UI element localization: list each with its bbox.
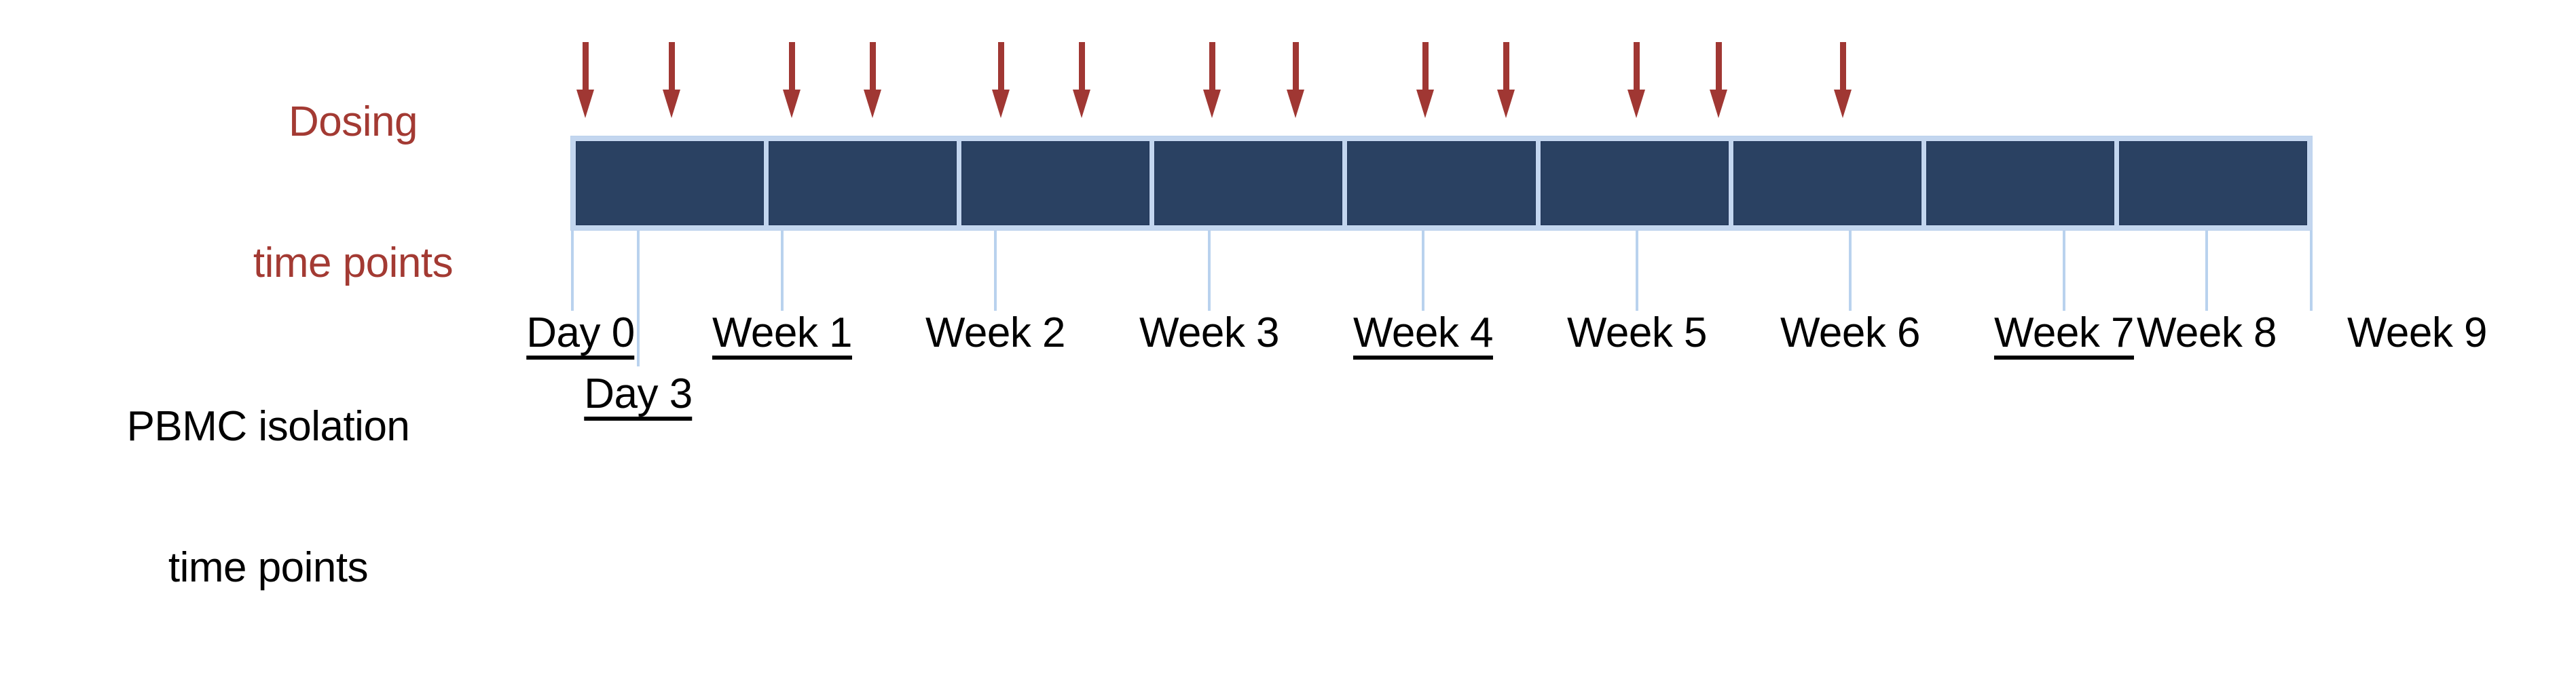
arrow-head — [1497, 90, 1515, 118]
dosing-label-line-2: time points — [253, 240, 454, 287]
tick-line — [1208, 231, 1211, 311]
arrow-shaft — [1503, 42, 1509, 92]
arrow-head — [1203, 90, 1221, 118]
timepoint-label-text: Week 4 — [1353, 312, 1494, 360]
timeline-segment — [769, 141, 957, 225]
timepoint-label: Week 8 — [2137, 309, 2277, 357]
arrow-shaft — [1293, 42, 1299, 92]
tick-line — [781, 231, 784, 311]
arrow-head — [663, 90, 680, 118]
arrow-shaft — [789, 42, 795, 92]
arrow-shaft — [1634, 42, 1640, 92]
tick-line — [637, 231, 640, 366]
arrow-head — [1416, 90, 1434, 118]
down-arrow-icon — [1203, 42, 1221, 118]
timepoint-label: Week 1 — [712, 309, 853, 360]
timepoint-label: Week 6 — [1780, 309, 1921, 357]
down-arrow-icon — [1710, 42, 1727, 118]
down-arrow-icon — [864, 42, 881, 118]
tick-line — [571, 231, 574, 311]
tick-line — [1422, 231, 1424, 311]
timepoint-label-text: Week 9 — [2347, 309, 2488, 356]
pbmc-timepoint-labels: Day 0 Day 3 Week 1 Week 2 Week 3 Week 4 Week 5… — [0, 309, 2576, 444]
timepoint-label: Day 3 — [584, 370, 693, 421]
timepoint-label: Week 7 — [1993, 309, 2135, 360]
dosing-arrow-row — [0, 0, 2576, 136]
timepoint-label-text: Week 8 — [2136, 309, 2277, 356]
arrow-head — [1627, 90, 1645, 118]
down-arrow-icon — [1416, 42, 1434, 118]
timepoint-label-text: Week 1 — [712, 312, 853, 360]
arrow-head — [1073, 90, 1090, 118]
arrow-head — [1287, 90, 1304, 118]
arrow-head — [864, 90, 881, 118]
down-arrow-icon — [1627, 42, 1645, 118]
arrow-shaft — [870, 42, 876, 92]
down-arrow-icon — [783, 42, 801, 118]
arrow-shaft — [1716, 42, 1722, 92]
tick-line — [2310, 231, 2313, 311]
timeline-segment — [1540, 141, 1729, 225]
timeline-segment — [1154, 141, 1343, 225]
tick-line — [994, 231, 997, 311]
down-arrow-icon — [1834, 42, 1852, 118]
timepoint-label: Day 0 — [526, 309, 635, 360]
timeline-segment — [2118, 141, 2307, 225]
pbmc-label-line-2: time points — [168, 544, 369, 592]
arrow-shaft — [1840, 42, 1846, 92]
arrow-head — [783, 90, 801, 118]
arrow-head — [1834, 90, 1852, 118]
arrow-shaft — [669, 42, 675, 92]
timepoint-label-text: Week 7 — [1993, 312, 2135, 360]
arrow-head — [576, 90, 594, 118]
timepoint-label-text: Day 3 — [584, 373, 693, 421]
timepoint-label: Week 3 — [1139, 309, 1280, 357]
tick-line — [2063, 231, 2065, 311]
tick-line-group — [0, 231, 2576, 366]
timeline-segment — [961, 141, 1150, 225]
down-arrow-icon — [1073, 42, 1090, 118]
timeline-segment — [576, 141, 765, 225]
timeline-segment — [1733, 141, 1921, 225]
arrow-shaft — [1079, 42, 1085, 92]
tick-line — [1636, 231, 1638, 311]
timepoint-label: Week 9 — [2347, 309, 2488, 357]
down-arrow-icon — [992, 42, 1010, 118]
down-arrow-icon — [1497, 42, 1515, 118]
timepoint-label-text: Day 0 — [526, 312, 635, 360]
pbmc-timepoints-label: PBMC isolation time points — [0, 309, 536, 686]
down-arrow-icon — [663, 42, 680, 118]
arrow-shaft — [583, 42, 589, 92]
timepoint-label-text: Week 5 — [1566, 309, 1708, 356]
timepoint-label: Week 2 — [925, 309, 1066, 357]
timeline-segment — [1347, 141, 1536, 225]
timeline-figure: Dosing time points Day 0 Day 3 Week 1 Week … — [0, 0, 2576, 592]
arrow-head — [992, 90, 1010, 118]
timepoint-label-text: Week 6 — [1780, 309, 1921, 356]
timeline-segment — [1926, 141, 2114, 225]
down-arrow-icon — [1287, 42, 1304, 118]
arrow-shaft — [1209, 42, 1215, 92]
tick-line — [1849, 231, 1852, 311]
arrow-shaft — [1422, 42, 1429, 92]
study-timeline-bar — [570, 136, 2313, 231]
timepoint-label: Week 4 — [1353, 309, 1494, 360]
dosing-label-line-1: Dosing — [289, 98, 418, 145]
tick-line — [2205, 231, 2208, 311]
arrow-head — [1710, 90, 1727, 118]
down-arrow-icon — [576, 42, 594, 118]
pbmc-label-line-1: PBMC isolation — [126, 402, 410, 450]
dosing-timepoints-label: Dosing time points — [177, 4, 530, 381]
timepoint-label: Week 5 — [1566, 309, 1708, 357]
timepoint-label-text: Week 2 — [925, 309, 1066, 356]
arrow-shaft — [998, 42, 1004, 92]
timepoint-label-text: Week 3 — [1139, 309, 1280, 356]
